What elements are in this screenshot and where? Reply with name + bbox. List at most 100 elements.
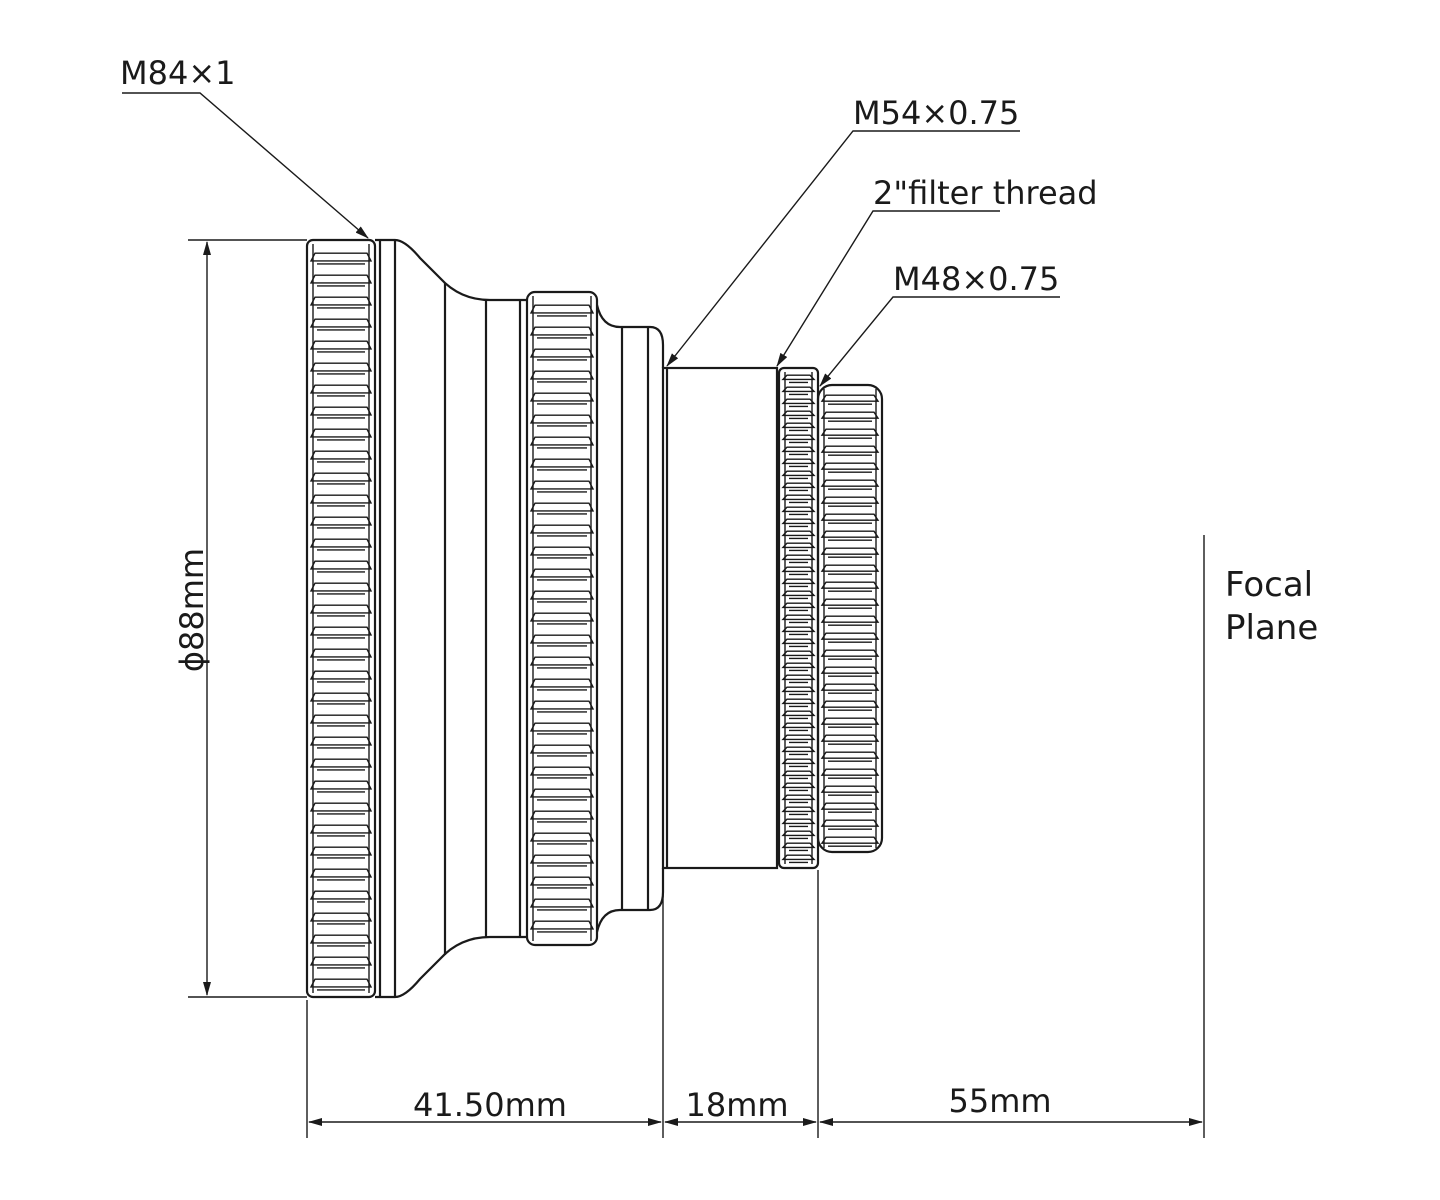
knurl-ridge [529,678,595,691]
knurl-ridge [529,656,595,669]
knurl-ridge [529,458,595,471]
knurl-ridge [309,626,373,639]
focus-knurl-ring [525,290,599,947]
knurl-ridge [820,598,880,609]
m54-tube [661,366,779,870]
knurl-ridge [309,362,373,375]
knurl-ridge [309,692,373,705]
knurl-ridge [820,462,880,473]
knurl-ridge [820,632,880,643]
step-profile-bottom [595,868,665,933]
knurl-ridge [820,785,880,796]
callout-m48-text: M48×0.75 [893,260,1059,298]
knurl-ridge [309,340,373,353]
knurl-ridge [309,450,373,463]
knurl-ridge [781,614,816,624]
dimension-55: 55mm [948,1082,1051,1120]
callout-m84: M84×1 [120,54,369,239]
knurl-ridge [309,714,373,727]
knurl-ridge [820,547,880,558]
m48-knurl-ring [816,383,884,854]
knurl-ridge [781,434,816,444]
knurl-ridge [529,370,595,383]
knurl-ridge [781,734,816,744]
knurl-ridge [309,582,373,595]
knurl-ridge [820,802,880,813]
knurl-ridge [781,410,816,420]
length-dimensions: 41.50mm 18mm 55mm [306,535,1205,1138]
knurl-ridge [820,496,880,507]
knurl-ridge [309,758,373,771]
knurl-ridge [309,868,373,881]
knurl-ridge [781,806,816,816]
knurl-ridge [309,670,373,683]
knurl-ridge [820,683,880,694]
knurl-ridge [309,472,373,485]
knurl-ridge [529,788,595,801]
knurl-ridge [309,956,373,969]
knurl-ridge [781,794,816,804]
knurl-ridge [309,978,373,991]
knurl-ridge [820,666,880,677]
knurl-ridge [820,411,880,422]
knurl-ridge [529,590,595,603]
knurl-ridge [529,502,595,515]
knurl-ridge [309,934,373,947]
knurl-ridge [820,530,880,541]
diameter-dimension: ϕ88mm [173,239,307,998]
knurl-ridge [309,604,373,617]
knurl-ridge [820,479,880,490]
knurl-ridge [529,744,595,757]
knurl-ridge [529,480,595,493]
knurl-ridge [309,912,373,925]
knurl-ridge [781,554,816,564]
knurl-ridge [781,602,816,612]
knurl-ridge [309,252,373,265]
knurl-ridge [529,832,595,845]
knurl-ridge [309,736,373,749]
filter-knurl-ring [777,366,820,870]
knurl-ridge [529,524,595,537]
knurl-ridge [781,506,816,516]
knurl-ridge [529,634,595,647]
knurl-ridge [820,734,880,745]
knurl-ridge [309,648,373,661]
knurl-ridge [820,717,880,728]
callout-filter-text: 2"filter thread [873,174,1098,212]
callout-filter-thread: 2"filter thread [776,174,1098,367]
knurl-ridge [781,770,816,780]
knurl-ridge [820,428,880,439]
knurl-ridge [529,700,595,713]
m84-knurl-ring [305,238,377,999]
knurl-ridge [781,518,816,528]
knurl-ridge [781,530,816,540]
knurl-ridge [529,392,595,405]
knurl-ridge [781,662,816,672]
knurl-ridge [309,802,373,815]
knurl-ridge [309,780,373,793]
knurl-ridge [529,920,595,933]
callout-m54-text: M54×0.75 [853,94,1019,132]
knurl-ridge [781,470,816,480]
step-profile-top [595,304,665,368]
knurl-ridge [820,768,880,779]
knurl-ridge [781,698,816,708]
knurl-ridge [529,568,595,581]
knurl-ridge [781,758,816,768]
knurl-ridge [820,836,880,847]
knurl-ridge [781,830,816,840]
knurl-ridge [309,428,373,441]
knurl-ridge [529,876,595,889]
knurl-ridge [781,374,816,384]
knurl-ridge [820,581,880,592]
knurl-ridge [529,546,595,559]
knurl-ridge [529,348,595,361]
knurl-ridge [781,386,816,396]
knurl-outline [816,383,884,854]
knurl-ridge [309,318,373,331]
knurl-ridge [781,854,816,864]
knurl-ridge [781,818,816,828]
knurl-ridge [781,710,816,720]
knurl-ridge [309,384,373,397]
knurl-ridge [781,494,816,504]
